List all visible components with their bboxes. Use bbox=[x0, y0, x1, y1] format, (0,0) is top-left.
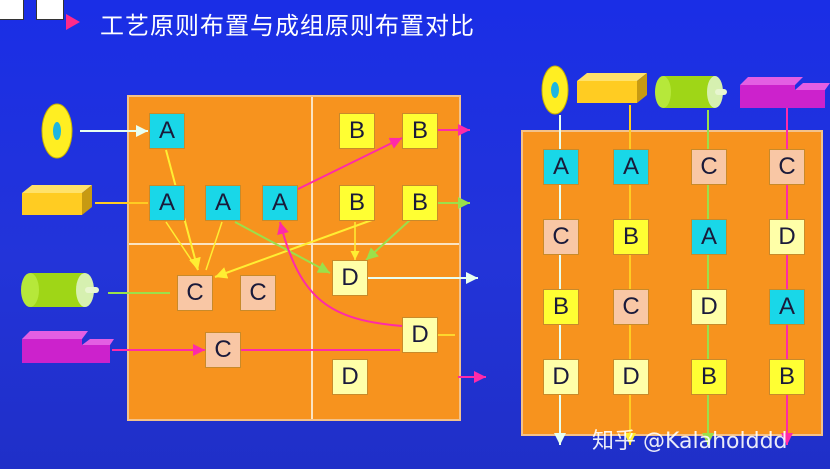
machine-a: A bbox=[205, 185, 241, 221]
corner-tile bbox=[36, 0, 64, 20]
cell-machine-a: A bbox=[691, 219, 727, 255]
machine-a: A bbox=[149, 113, 185, 149]
part-bar-icon bbox=[577, 73, 647, 103]
machine-b: B bbox=[402, 185, 438, 221]
cell-machine-a: A bbox=[613, 149, 649, 185]
cell-machine-d: D bbox=[613, 359, 649, 395]
machine-c: C bbox=[205, 332, 241, 368]
machine-b: B bbox=[339, 113, 375, 149]
machine-b: B bbox=[339, 185, 375, 221]
machine-d: D bbox=[332, 359, 368, 395]
title-bullet-icon bbox=[66, 14, 80, 30]
part-cylinder-icon bbox=[655, 76, 727, 108]
cell-machine-d: D bbox=[769, 219, 805, 255]
panel-divider-vertical bbox=[311, 97, 313, 419]
cell-machine-b: B bbox=[543, 289, 579, 325]
part-cylinder-icon bbox=[21, 273, 99, 307]
machine-d: D bbox=[332, 260, 368, 296]
watermark: 知乎 @Kalaholddd bbox=[592, 429, 788, 454]
cell-machine-c: C bbox=[691, 149, 727, 185]
cell-machine-c: C bbox=[543, 219, 579, 255]
machine-a: A bbox=[149, 185, 185, 221]
part-stepped-block-icon bbox=[740, 77, 830, 108]
part-stepped-block-icon bbox=[22, 331, 114, 363]
machine-c: C bbox=[177, 275, 213, 311]
machine-b: B bbox=[402, 113, 438, 149]
cell-machine-b: B bbox=[613, 219, 649, 255]
machine-d: D bbox=[402, 317, 438, 353]
cell-machine-a: A bbox=[769, 289, 805, 325]
cell-machine-a: A bbox=[543, 149, 579, 185]
machine-a: A bbox=[262, 185, 298, 221]
part-disk-icon bbox=[541, 65, 569, 115]
cell-machine-c: C bbox=[613, 289, 649, 325]
cell-machine-d: D bbox=[543, 359, 579, 395]
process-layout-panel bbox=[127, 95, 461, 421]
machine-c: C bbox=[240, 275, 276, 311]
cell-machine-d: D bbox=[691, 289, 727, 325]
cell-machine-c: C bbox=[769, 149, 805, 185]
part-disk-icon bbox=[41, 103, 73, 159]
panel-divider-horizontal bbox=[129, 243, 459, 245]
part-bar-icon bbox=[22, 185, 92, 215]
cell-machine-b: B bbox=[769, 359, 805, 395]
page-title: 工艺原则布置与成组原则布置对比 bbox=[100, 12, 475, 40]
corner-tile bbox=[0, 0, 24, 20]
cell-machine-b: B bbox=[691, 359, 727, 395]
